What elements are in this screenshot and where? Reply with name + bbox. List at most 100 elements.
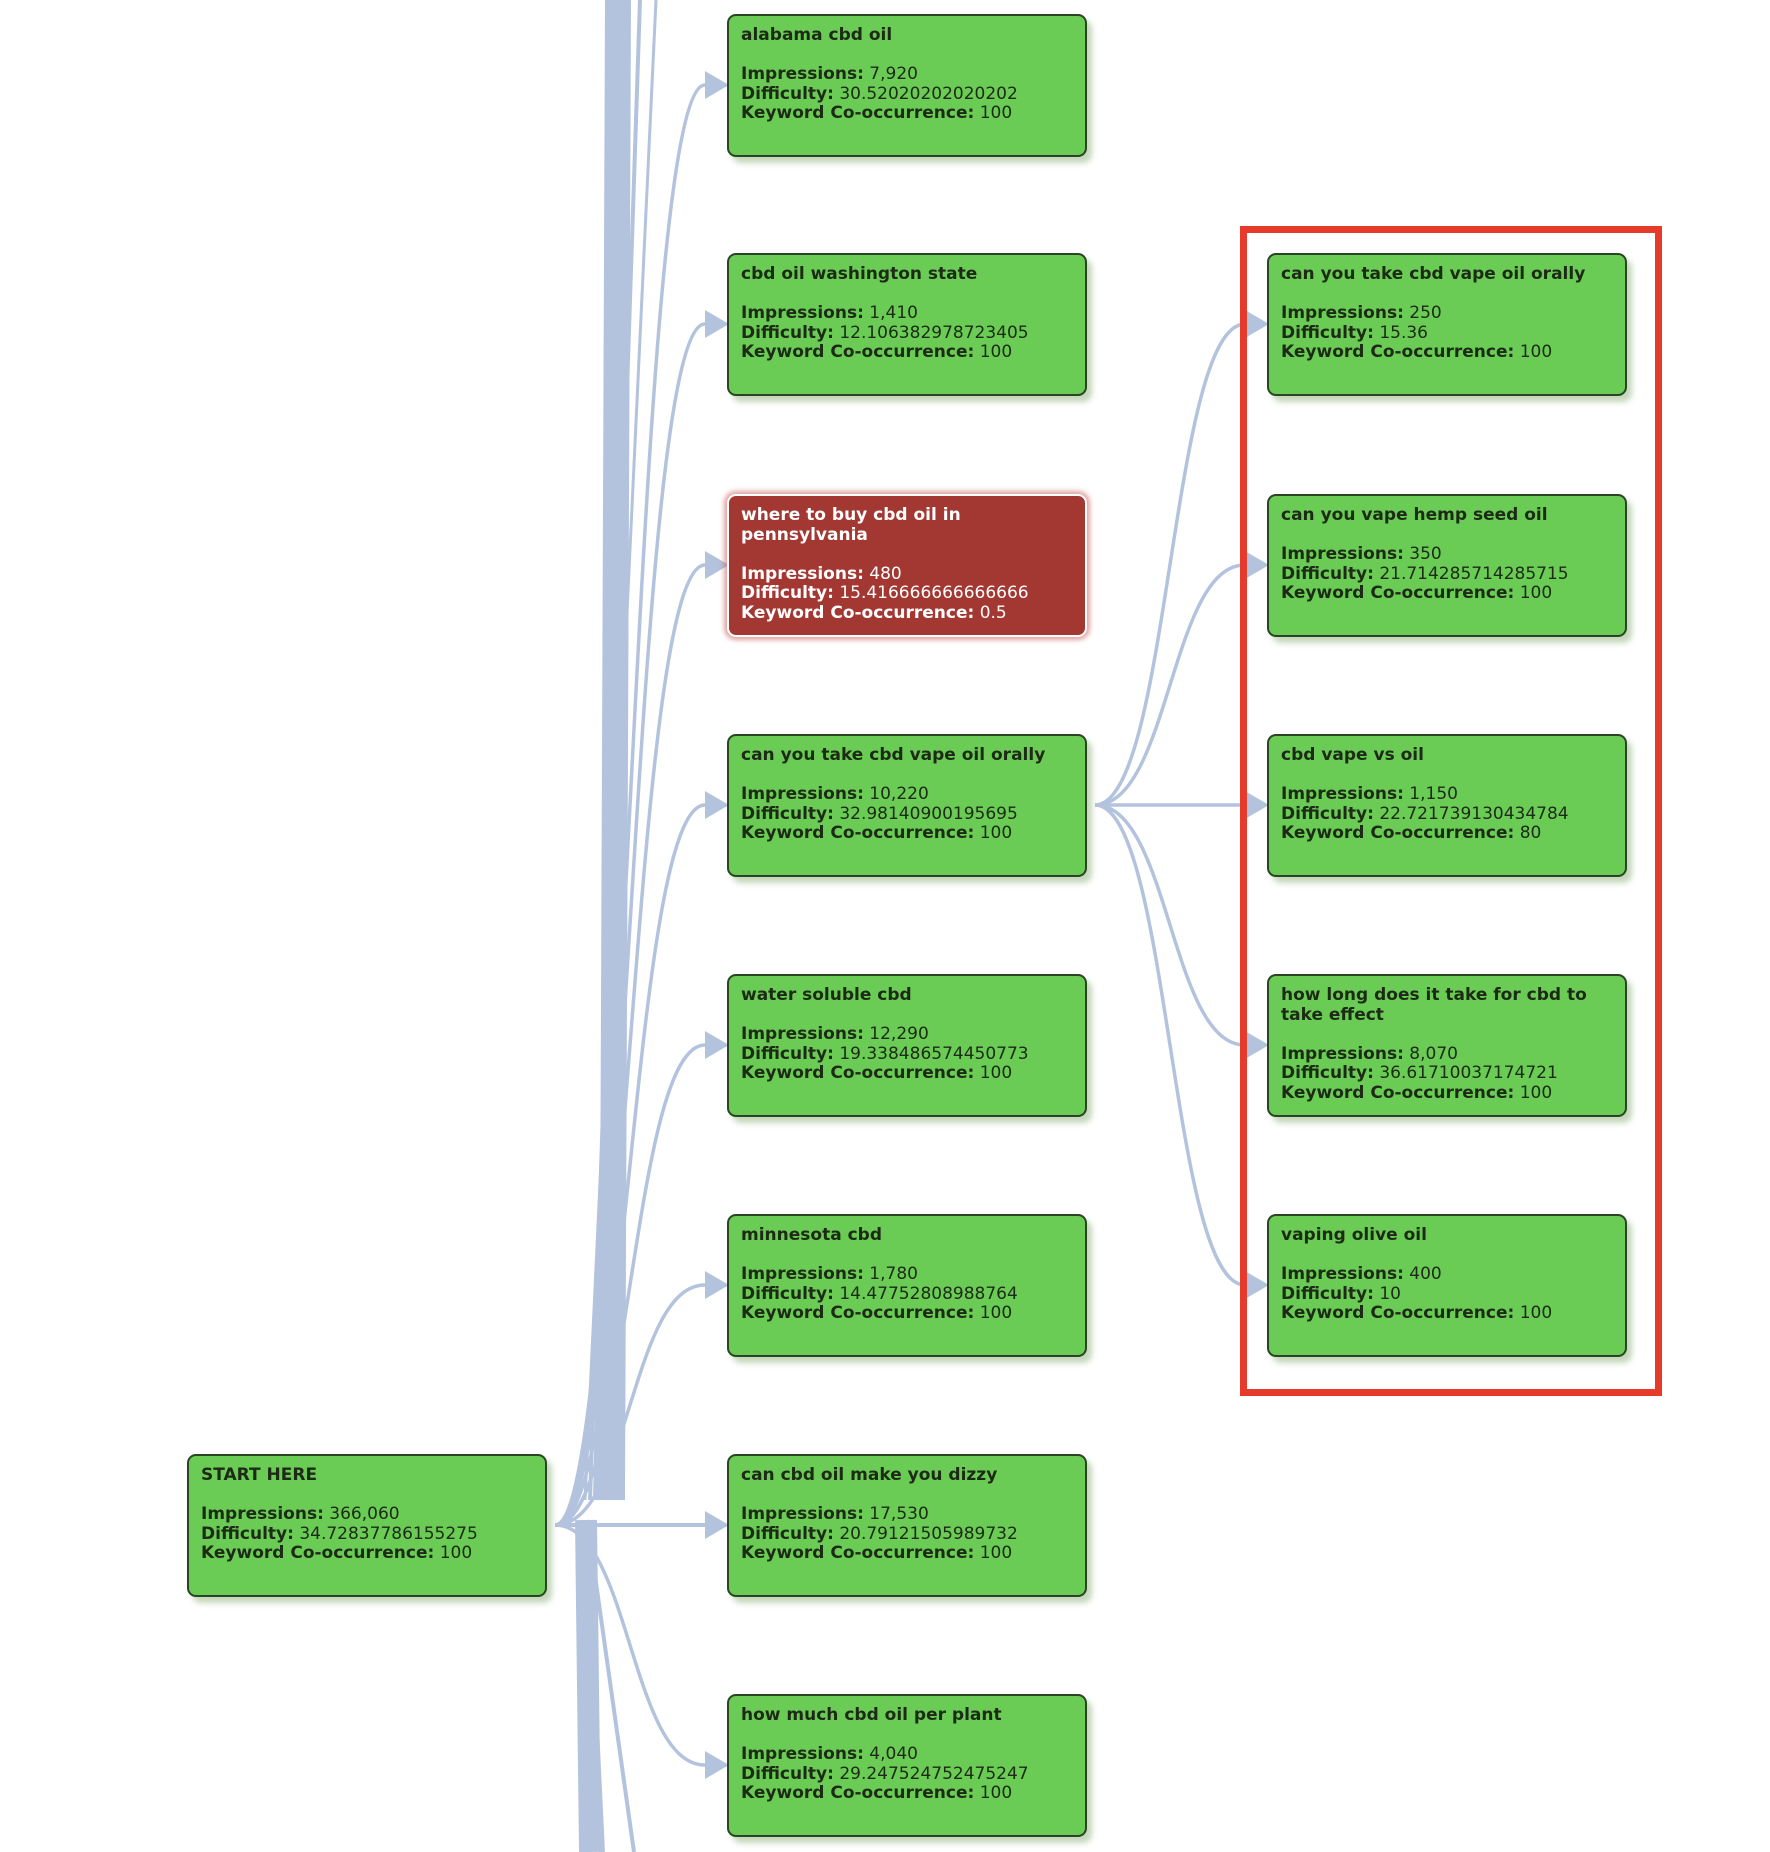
cooccurrence-row: Keyword Co-occurrence: 100 xyxy=(741,342,1073,363)
arrowhead xyxy=(1245,1271,1269,1299)
impressions-label: Impressions: xyxy=(741,1024,864,1044)
arrowhead xyxy=(705,1271,729,1299)
impressions-label: Impressions: xyxy=(741,1264,864,1284)
impressions-label: Impressions: xyxy=(741,1744,864,1764)
impressions-label: Impressions: xyxy=(741,64,864,84)
node-title: can cbd oil make you dizzy xyxy=(741,1465,998,1485)
connector-l1-l2 xyxy=(1094,803,1246,1047)
arrowhead xyxy=(705,1031,729,1059)
node-title: water soluble cbd xyxy=(741,985,912,1005)
node-where-to-buy-cbd-oil-in-pennsylvania[interactable]: where to buy cbd oil in pennsylvania Imp… xyxy=(727,494,1087,637)
impressions-row: Impressions: 400 xyxy=(1281,1264,1613,1285)
arrowhead xyxy=(1245,310,1269,338)
connector-root-l1 xyxy=(554,803,706,1527)
difficulty-value: 30.52020202020202 xyxy=(839,83,1018,104)
cooccurrence-label: Keyword Co-occurrence: xyxy=(741,1783,975,1803)
difficulty-value: 34.72837786155275 xyxy=(299,1523,478,1544)
node-minnesota-cbd[interactable]: minnesota cbd Impressions: 1,780 Difficu… xyxy=(727,1214,1087,1357)
cooccurrence-value: 100 xyxy=(979,1783,1013,1803)
cooccurrence-value: 100 xyxy=(979,1543,1013,1563)
cooccurrence-value: 100 xyxy=(1519,583,1553,603)
impressions-label: Impressions: xyxy=(741,784,864,804)
impressions-label: Impressions: xyxy=(1281,544,1404,564)
impressions-label: Impressions: xyxy=(741,303,864,323)
arrowhead xyxy=(1245,551,1269,579)
impressions-value: 10,220 xyxy=(869,784,929,804)
node-title: cbd vape vs oil xyxy=(1281,745,1424,765)
arrowhead xyxy=(705,1751,729,1779)
impressions-row: Impressions: 12,290 xyxy=(741,1024,1073,1045)
impressions-value: 400 xyxy=(1409,1264,1442,1284)
cooccurrence-label: Keyword Co-occurrence: xyxy=(1281,342,1515,362)
difficulty-value: 29.247524752475247 xyxy=(839,1763,1029,1784)
cooccurrence-row: Keyword Co-occurrence: 100 xyxy=(741,823,1073,844)
difficulty-row: Difficulty: 19.338486574450773 xyxy=(741,1043,1073,1065)
node-start-here[interactable]: START HERE Impressions: 366,060 Difficul… xyxy=(187,1454,547,1597)
arrowhead xyxy=(705,71,729,99)
difficulty-value: 32.98140900195695 xyxy=(839,803,1018,824)
node-can-you-vape-hemp-seed-oil[interactable]: can you vape hemp seed oil Impressions: … xyxy=(1267,494,1627,637)
arrowhead xyxy=(705,551,729,579)
node-can-cbd-oil-make-you-dizzy[interactable]: can cbd oil make you dizzy Impressions: … xyxy=(727,1454,1087,1597)
impressions-row: Impressions: 480 xyxy=(741,563,1073,585)
impressions-row: Impressions: 4,040 xyxy=(741,1744,1073,1765)
difficulty-label: Difficulty: xyxy=(201,1523,294,1544)
difficulty-label: Difficulty: xyxy=(741,583,834,603)
difficulty-row: Difficulty: 15.416666666666666 xyxy=(741,583,1073,604)
difficulty-label: Difficulty: xyxy=(741,803,834,824)
impressions-row: Impressions: 1,780 xyxy=(741,1264,1073,1285)
impressions-row: Impressions: 7,920 xyxy=(741,64,1073,85)
trunk-connector xyxy=(583,1519,605,1852)
difficulty-row: Difficulty: 32.98140900195695 xyxy=(741,803,1073,825)
node-title: minnesota cbd xyxy=(741,1225,883,1245)
cooccurrence-row: Keyword Co-occurrence: 100 xyxy=(1281,1303,1613,1324)
difficulty-row: Difficulty: 29.247524752475247 xyxy=(741,1763,1073,1785)
impressions-row: Impressions: 8,070 xyxy=(1281,1044,1613,1065)
node-how-much-cbd-oil-per-plant[interactable]: how much cbd oil per plant Impressions: … xyxy=(727,1694,1087,1837)
node-title: how long does it take for cbd to take ef… xyxy=(1281,985,1587,1025)
node-sub-can-you-take-cbd-vape-oil-orally[interactable]: can you take cbd vape oil orally Impress… xyxy=(1267,253,1627,396)
connector-root-l1 xyxy=(554,322,706,1527)
node-cbd-oil-washington-state[interactable]: cbd oil washington state Impressions: 1,… xyxy=(727,253,1087,396)
cooccurrence-value: 100 xyxy=(1519,1303,1553,1323)
impressions-value: 7,920 xyxy=(869,64,918,84)
cooccurrence-row: Keyword Co-occurrence: 100 xyxy=(741,1063,1073,1084)
node-can-you-take-cbd-vape-oil-orally[interactable]: can you take cbd vape oil orally Impress… xyxy=(727,734,1087,877)
difficulty-label: Difficulty: xyxy=(741,322,834,343)
difficulty-row: Difficulty: 30.52020202020202 xyxy=(741,83,1073,105)
impressions-value: 250 xyxy=(1409,303,1442,323)
node-alabama-cbd-oil[interactable]: alabama cbd oil Impressions: 7,920 Diffi… xyxy=(727,14,1087,157)
cooccurrence-row: Keyword Co-occurrence: 100 xyxy=(741,103,1073,124)
cooccurrence-value: 100 xyxy=(979,342,1013,362)
difficulty-value: 12.106382978723405 xyxy=(839,322,1029,343)
node-how-long-does-it-take-for-cbd-to-take-effect[interactable]: how long does it take for cbd to take ef… xyxy=(1267,974,1627,1117)
impressions-label: Impressions: xyxy=(1281,1264,1404,1284)
node-title: vaping olive oil xyxy=(1281,1225,1427,1245)
connector-l1-l2 xyxy=(1094,803,1246,1287)
node-vaping-olive-oil[interactable]: vaping olive oil Impressions: 400 Diffic… xyxy=(1267,1214,1627,1357)
impressions-row: Impressions: 10,220 xyxy=(741,784,1073,805)
cooccurrence-label: Keyword Co-occurrence: xyxy=(741,1063,975,1083)
cooccurrence-label: Keyword Co-occurrence: xyxy=(741,1543,975,1563)
impressions-label: Impressions: xyxy=(201,1504,324,1524)
difficulty-row: Difficulty: 15.36 xyxy=(1281,323,1613,344)
node-title: where to buy cbd oil in pennsylvania xyxy=(741,505,961,545)
difficulty-label: Difficulty: xyxy=(1281,803,1374,824)
cooccurrence-row: Keyword Co-occurrence: 80 xyxy=(1281,823,1613,844)
node-cbd-vape-vs-oil[interactable]: cbd vape vs oil Impressions: 1,150 Diffi… xyxy=(1267,734,1627,877)
cooccurrence-label: Keyword Co-occurrence: xyxy=(1281,823,1515,843)
node-water-soluble-cbd[interactable]: water soluble cbd Impressions: 12,290 Di… xyxy=(727,974,1087,1117)
cooccurrence-value: 100 xyxy=(979,1303,1013,1323)
node-title: can you take cbd vape oil orally xyxy=(741,745,1046,765)
difficulty-value: 20.79121505989732 xyxy=(839,1523,1018,1544)
difficulty-value: 19.338486574450773 xyxy=(839,1043,1029,1064)
impressions-row: Impressions: 366,060 xyxy=(201,1504,533,1525)
impressions-row: Impressions: 250 xyxy=(1281,303,1613,324)
difficulty-value: 21.714285714285715 xyxy=(1379,563,1569,584)
arrowhead xyxy=(705,310,729,338)
impressions-label: Impressions: xyxy=(741,563,864,584)
difficulty-value: 15.416666666666666 xyxy=(839,583,1029,603)
node-title: can you take cbd vape oil orally xyxy=(1281,264,1586,284)
arrowhead xyxy=(1245,1031,1269,1059)
